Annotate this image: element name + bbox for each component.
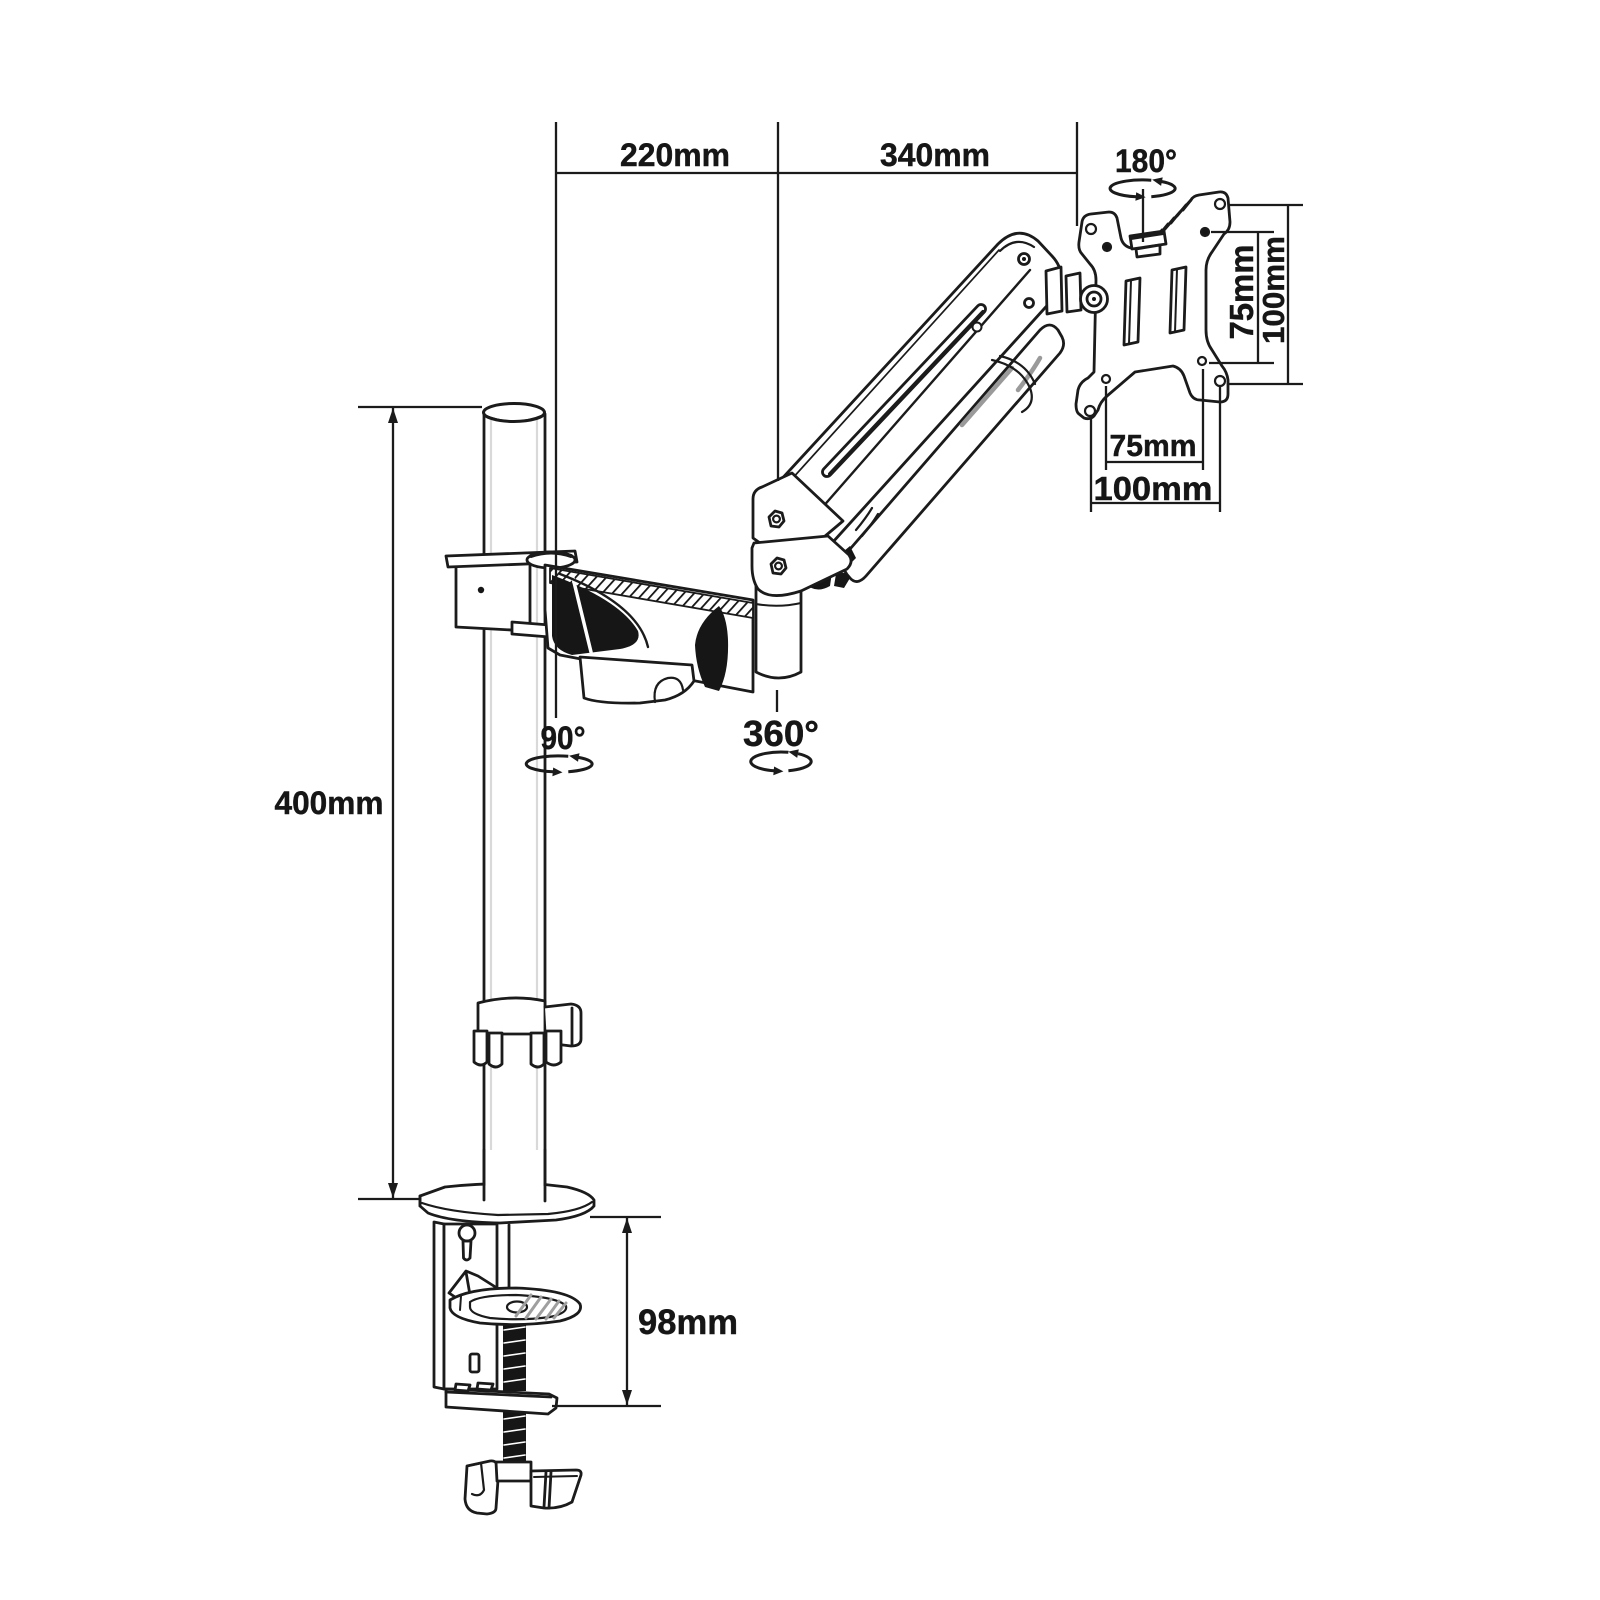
svg-text:75mm: 75mm (1110, 428, 1197, 463)
svg-text:180°: 180° (1115, 143, 1177, 179)
svg-text:90°: 90° (541, 720, 586, 756)
svg-text:340mm: 340mm (880, 137, 990, 173)
svg-text:100mm: 100mm (1256, 236, 1291, 344)
svg-text:98mm: 98mm (638, 1303, 738, 1342)
svg-text:100mm: 100mm (1094, 470, 1213, 507)
svg-text:75mm: 75mm (1223, 245, 1260, 340)
svg-text:400mm: 400mm (275, 785, 384, 821)
svg-text:220mm: 220mm (620, 137, 730, 173)
svg-text:360°: 360° (743, 713, 819, 754)
